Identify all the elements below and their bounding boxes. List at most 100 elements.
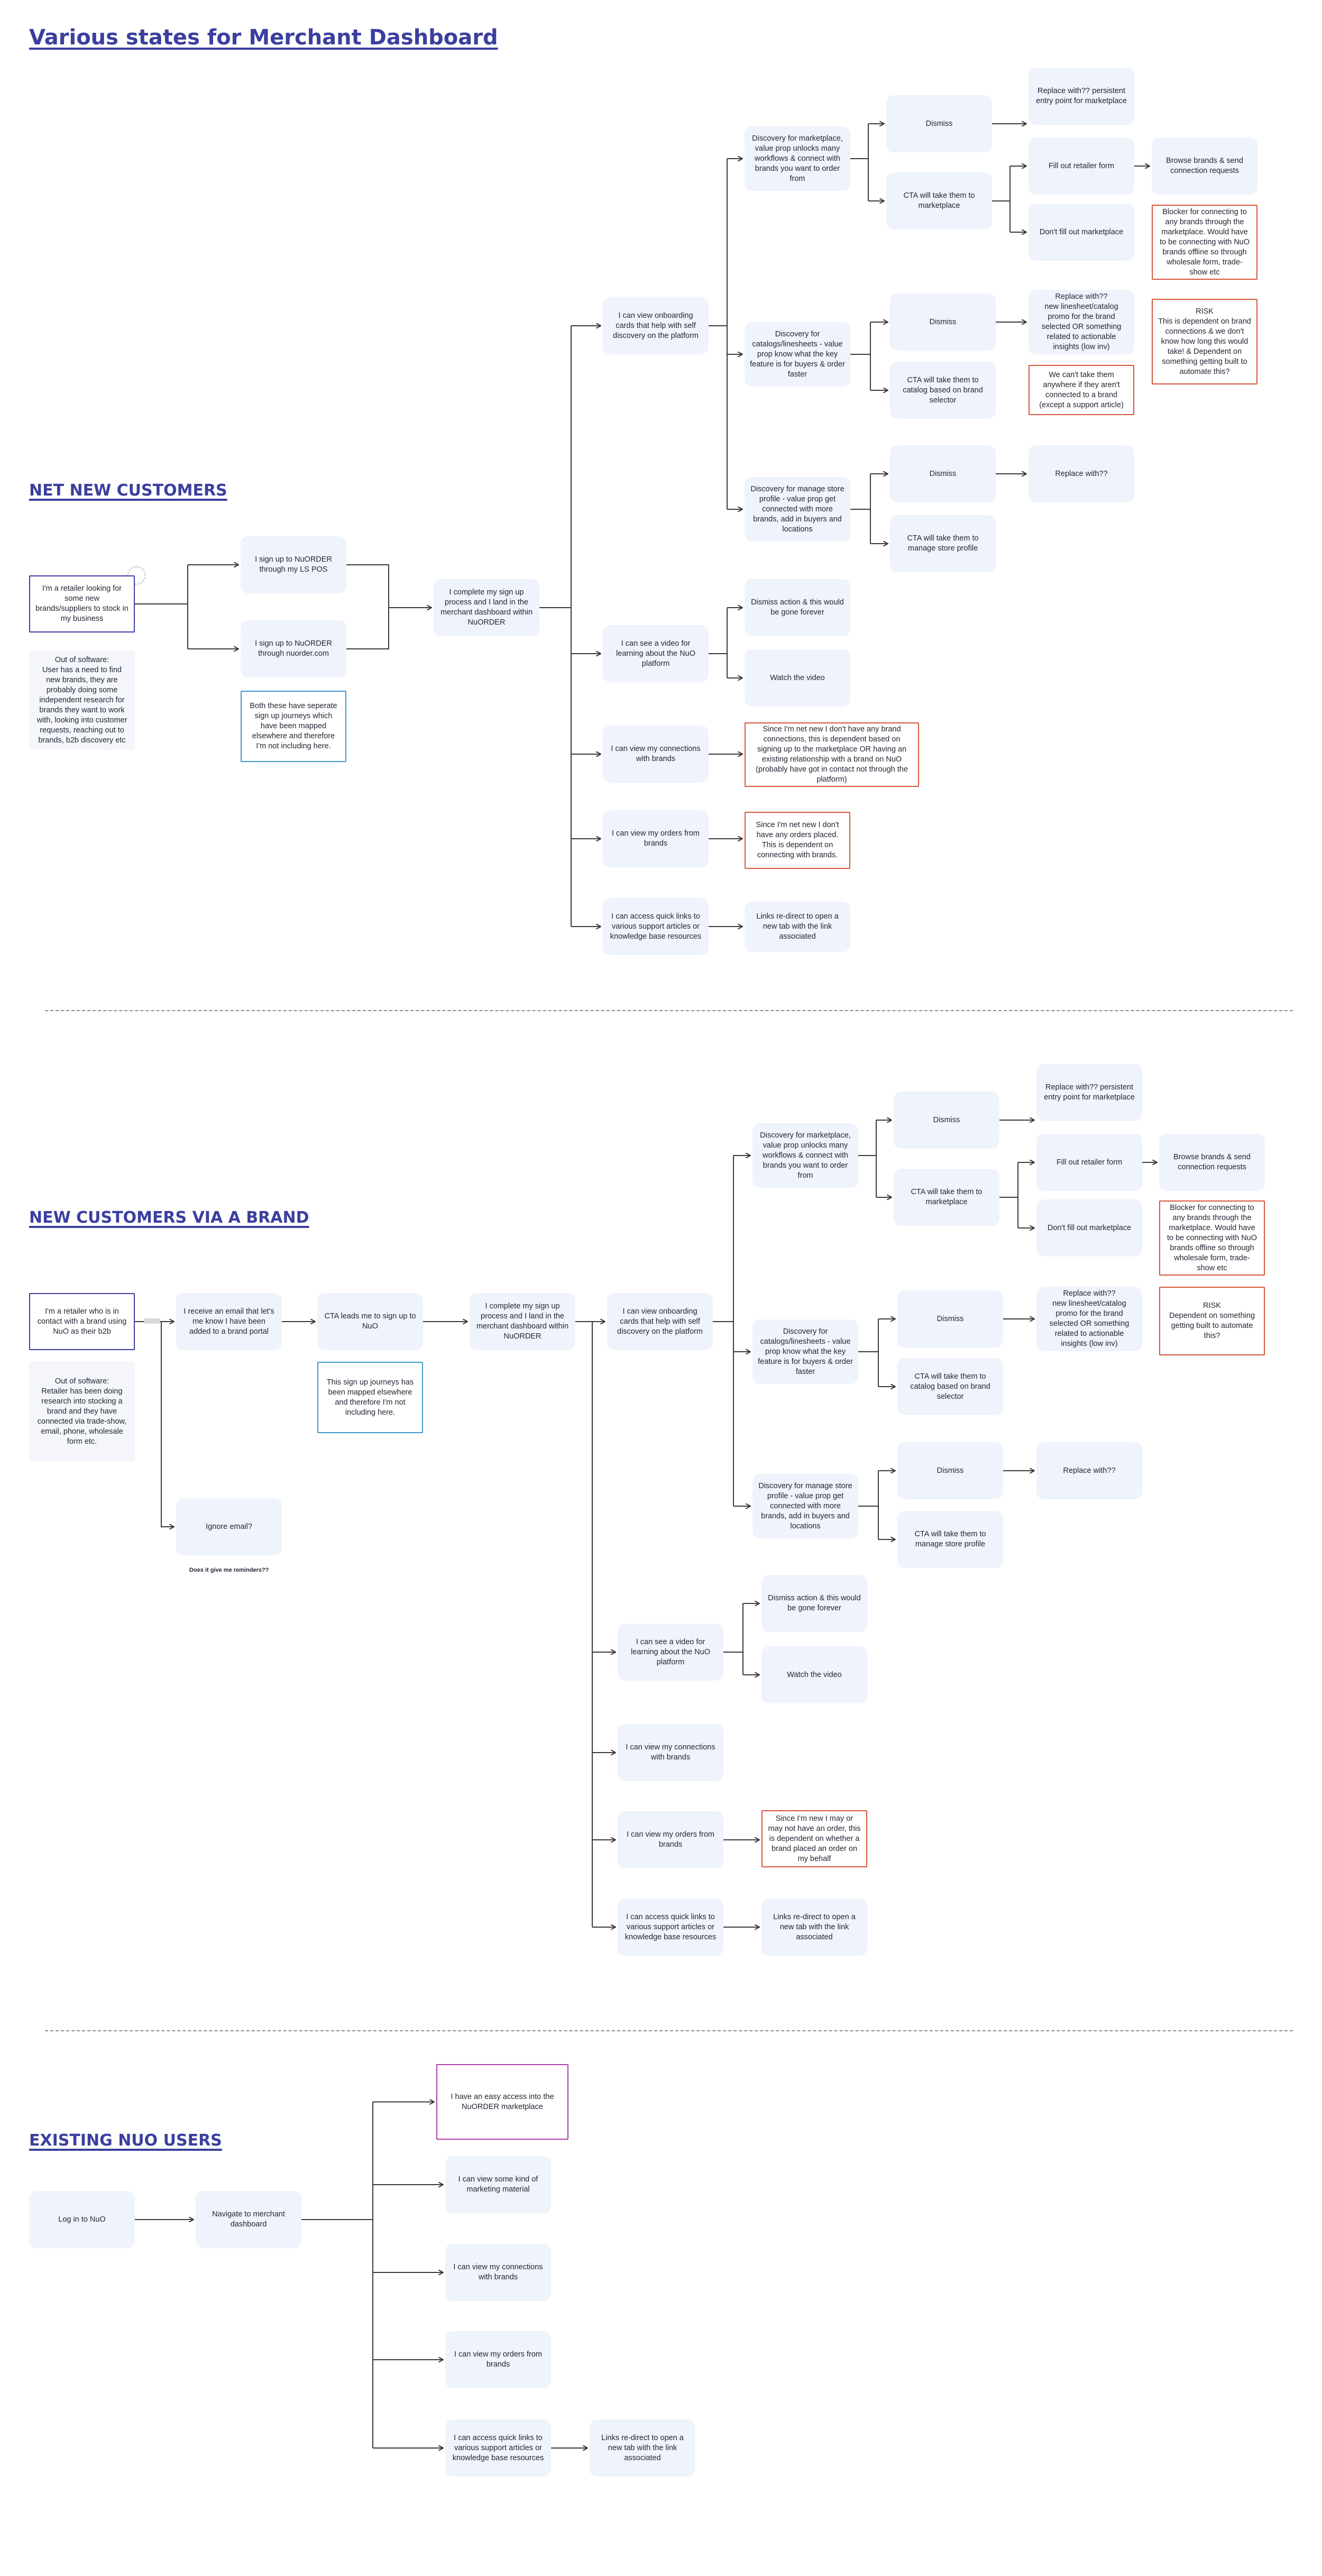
connector-a8 bbox=[709, 608, 728, 678]
node-a2: Out of software: User has a need to find… bbox=[29, 650, 135, 750]
connector-a7 bbox=[709, 159, 728, 509]
connector-b17 bbox=[999, 1162, 1018, 1228]
node-a25: CTA will take them to manage store profi… bbox=[890, 515, 996, 572]
connector-merge-1 bbox=[346, 564, 389, 649]
node-b2: Out of software: Retailer has been doing… bbox=[29, 1362, 135, 1461]
node-b23: Fill out retailer form bbox=[1036, 1134, 1142, 1191]
node-b8: I can view onboarding cards that help wi… bbox=[607, 1293, 713, 1350]
node-a19: Links re-direct to open a new tab with t… bbox=[745, 902, 850, 952]
node-a34: Replace with?? bbox=[1029, 445, 1134, 502]
node-b24: Don't fill out marketplace bbox=[1036, 1199, 1142, 1257]
node-c2: Navigate to merchant dashboard bbox=[196, 2191, 301, 2248]
connector-b14 bbox=[858, 1319, 879, 1387]
page-title: Various states for Merchant Dashboard bbox=[29, 25, 498, 50]
node-b4: CTA leads me to sign up to NuO bbox=[317, 1293, 423, 1350]
node-a32: RISK This is dependent on brand connecti… bbox=[1152, 299, 1257, 384]
node-a24: Dismiss bbox=[890, 445, 996, 502]
node-b17: CTA will take them to marketplace bbox=[894, 1169, 999, 1226]
node-a31: Replace with?? new linesheet/catalog pro… bbox=[1029, 290, 1134, 354]
node-b19: CTA will take them to catalog based on b… bbox=[897, 1358, 1003, 1415]
connector-b8 bbox=[713, 1156, 734, 1506]
node-a28: Don't fill out marketplace bbox=[1029, 204, 1134, 261]
node-a16: Watch the video bbox=[745, 649, 850, 707]
node-a9: I can view my connections with brands bbox=[603, 726, 709, 783]
node-a5: Both these have seperate sign up journey… bbox=[241, 691, 346, 762]
node-b26: Blocker for connecting to any brands thr… bbox=[1159, 1200, 1265, 1276]
node-b1: I'm a retailer who is in contact with a … bbox=[29, 1293, 135, 1350]
node-b12: I can access quick links to various supp… bbox=[618, 1899, 723, 1956]
node-c8: Links re-direct to open a new tab with t… bbox=[590, 2419, 695, 2477]
node-b32: Since I'm new I may or may not have an o… bbox=[761, 1810, 867, 1867]
node-c3: I have an easy access into the NuORDER m… bbox=[436, 2064, 568, 2140]
node-a3: I sign up to NuORDER through my LS POS bbox=[241, 536, 346, 593]
node-b30: Dismiss action & this would be gone fore… bbox=[761, 1575, 867, 1632]
connector-a21 bbox=[992, 166, 1011, 232]
node-b21: CTA will take them to manage store profi… bbox=[897, 1511, 1003, 1568]
node-b10: I can view my connections with brands bbox=[618, 1724, 723, 1781]
node-a8: I can see a video for learning about the… bbox=[603, 625, 709, 682]
node-b27: Replace with?? new linesheet/catalog pro… bbox=[1036, 1287, 1142, 1351]
node-a10: I can view my orders from brands bbox=[603, 810, 709, 867]
arrow-b1-b7 bbox=[161, 1322, 174, 1527]
connector-a13 bbox=[850, 322, 871, 390]
connector-a14 bbox=[850, 474, 871, 544]
reminders-label: Does it give me reminders?? bbox=[189, 1567, 269, 1573]
node-b16: Dismiss bbox=[894, 1092, 999, 1149]
node-b18: Dismiss bbox=[897, 1290, 1003, 1347]
node-a12: Discovery for marketplace, value prop un… bbox=[745, 126, 850, 191]
node-a4: I sign up to NuORDER through nuorder.com bbox=[241, 620, 346, 677]
node-a6: I complete my sign up process and I land… bbox=[434, 579, 539, 636]
node-c4: I can view some kind of marketing materi… bbox=[445, 2156, 551, 2213]
section-title-existing: EXISTING NUO USERS bbox=[29, 2131, 222, 2150]
node-b5: This sign up journeys has been mapped el… bbox=[317, 1362, 423, 1433]
node-b29: Replace with?? bbox=[1036, 1442, 1142, 1499]
node-a11: I can access quick links to various supp… bbox=[603, 898, 709, 955]
node-c7: I can access quick links to various supp… bbox=[445, 2419, 551, 2477]
node-b15: Discovery for manage store profile - val… bbox=[752, 1474, 858, 1538]
connector-a12 bbox=[850, 124, 869, 201]
node-b13: Discovery for marketplace, value prop un… bbox=[752, 1123, 858, 1188]
section-title-net-new: NET NEW CUSTOMERS bbox=[29, 481, 227, 500]
node-b14: Discovery for catalogs/linesheets - valu… bbox=[752, 1319, 858, 1384]
node-a17: Since I'm net new I don't have any brand… bbox=[745, 722, 919, 787]
node-a33: We can't take them anywhere if they aren… bbox=[1029, 365, 1134, 415]
node-b6: I complete my sign up process and I land… bbox=[470, 1293, 575, 1350]
node-a26: Replace with?? persistent entry point fo… bbox=[1029, 68, 1134, 125]
node-a18: Since I'm net new I don't have any order… bbox=[745, 812, 850, 869]
connector-b15 bbox=[858, 1471, 879, 1539]
node-c6: I can view my orders from brands bbox=[445, 2331, 551, 2388]
node-b11: I can view my orders from brands bbox=[618, 1811, 723, 1868]
connector-b6 bbox=[575, 1321, 593, 1927]
node-a15: Dismiss action & this would be gone fore… bbox=[745, 579, 850, 636]
node-a29: Browse brands & send connection requests bbox=[1152, 137, 1257, 195]
node-a14: Discovery for manage store profile - val… bbox=[745, 477, 850, 542]
node-b25: Browse brands & send connection requests bbox=[1159, 1134, 1265, 1191]
node-a27: Fill out retailer form bbox=[1029, 137, 1134, 195]
node-a23: CTA will take them to catalog based on b… bbox=[890, 362, 996, 419]
node-b22: Replace with?? persistent entry point fo… bbox=[1036, 1064, 1142, 1121]
tag-marker bbox=[144, 1318, 160, 1324]
node-a1: I'm a retailer looking for some new bran… bbox=[29, 575, 135, 632]
node-b9: I can see a video for learning about the… bbox=[618, 1624, 723, 1681]
section-title-via-brand: NEW CUSTOMERS VIA A BRAND bbox=[29, 1208, 309, 1227]
node-a21: CTA will take them to marketplace bbox=[886, 172, 992, 230]
node-b33: Links re-direct to open a new tab with t… bbox=[761, 1899, 867, 1956]
section-divider-2 bbox=[45, 2030, 1293, 2031]
node-b31: Watch the video bbox=[761, 1646, 867, 1703]
node-a20: Dismiss bbox=[886, 95, 992, 152]
node-a30: Blocker for connecting to any brands thr… bbox=[1152, 205, 1257, 280]
node-b3: I receive an email that let's me know I … bbox=[176, 1293, 282, 1350]
node-c1: Log in to NuO bbox=[29, 2191, 135, 2248]
node-a7: I can view onboarding cards that help wi… bbox=[603, 297, 709, 354]
node-b7: Ignore email? bbox=[176, 1498, 282, 1555]
node-c5: I can view my connections with brands bbox=[445, 2244, 551, 2301]
connector-a6 bbox=[539, 326, 572, 927]
node-b20: Dismiss bbox=[897, 1442, 1003, 1499]
connector-b13 bbox=[858, 1120, 877, 1197]
node-a13: Discovery for catalogs/linesheets - valu… bbox=[745, 322, 850, 387]
section-divider-1 bbox=[45, 1010, 1293, 1011]
node-b28: RISK Dependent on something getting buil… bbox=[1159, 1287, 1265, 1355]
node-a22: Dismiss bbox=[890, 294, 996, 351]
